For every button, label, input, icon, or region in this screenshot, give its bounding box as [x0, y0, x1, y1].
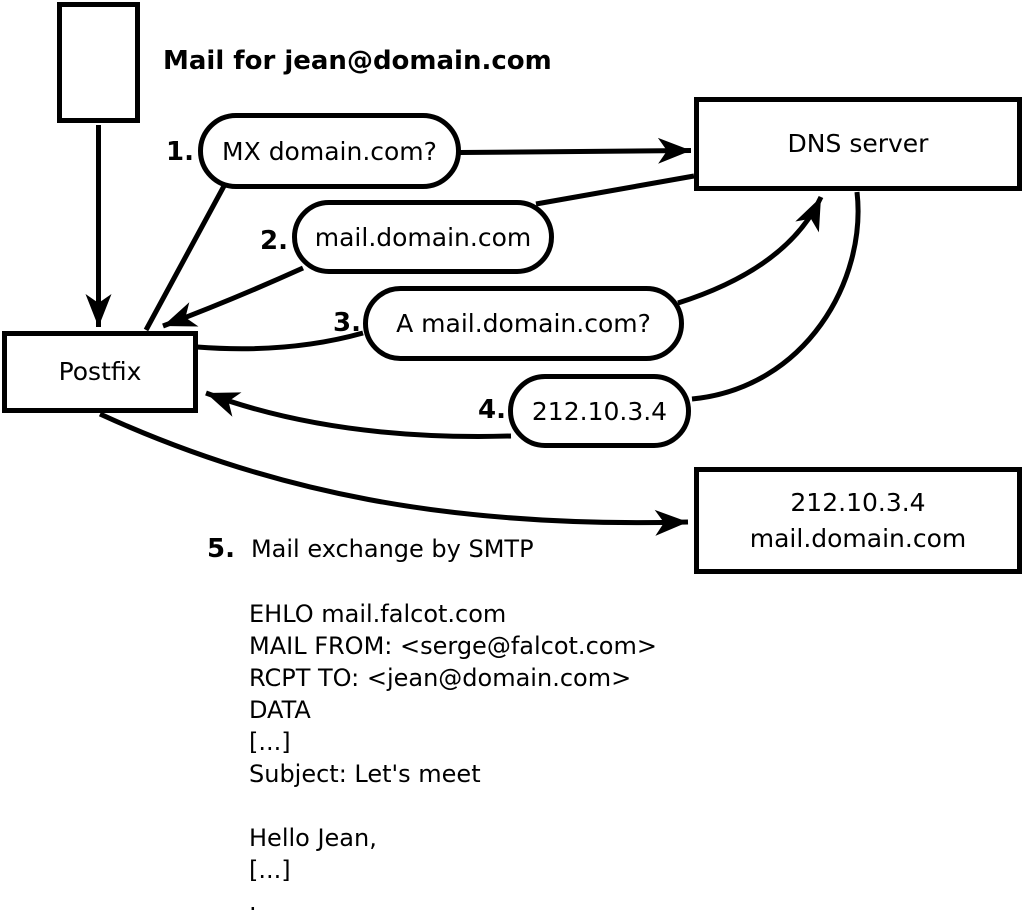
message-pill-a-query: A mail.domain.com?: [363, 286, 684, 361]
step5-caption: 5. Mail exchange by SMTP: [207, 534, 534, 564]
mail-note-label: Mail for jean@domain.com: [163, 46, 552, 76]
arrow-reply4-from-dns: [691, 191, 861, 402]
dns-server-node: DNS server: [694, 97, 1022, 191]
step-number-4: 4.: [478, 395, 506, 425]
arrow-smtp-to-mailserver: [98, 411, 689, 536]
arrow-query1-from-postfix: [143, 184, 227, 332]
mx-answer-label: mail.domain.com: [314, 222, 532, 252]
postfix-label: Postfix: [58, 357, 142, 386]
postfix-node: Postfix: [2, 331, 198, 413]
message-pill-a-answer: 212.10.3.4: [508, 374, 691, 448]
message-pill-mx-answer: mail.domain.com: [292, 200, 554, 274]
arrow-reply2-to-postfix: [162, 265, 305, 329]
a-answer-label: 212.10.3.4: [531, 396, 668, 426]
arrow-query1-to-dns: [459, 137, 692, 164]
step-number-1: 1.: [166, 137, 194, 167]
arrow-query3-from-postfix: [196, 330, 364, 352]
step-number-5: 5.: [207, 534, 235, 564]
smtp-session-transcript: EHLO mail.falcot.com MAIL FROM: <serge@f…: [249, 600, 657, 916]
mail-server-node: 212.10.3.4 mail.domain.com: [694, 467, 1022, 574]
arrow-reply4-to-postfix: [205, 390, 512, 439]
mail-message-icon: [57, 2, 140, 123]
dns-server-label: DNS server: [787, 129, 929, 158]
step-number-3: 3.: [333, 308, 361, 338]
step5-label: Mail exchange by SMTP: [250, 535, 534, 563]
mx-query-label: MX domain.com?: [222, 136, 437, 166]
arrow-reply2-from-dns: [535, 173, 695, 207]
mail-server-hostname: mail.domain.com: [749, 523, 967, 553]
message-pill-mx-query: MX domain.com?: [198, 113, 461, 189]
mail-server-ip: 212.10.3.4: [790, 487, 926, 517]
a-query-label: A mail.domain.com?: [396, 309, 651, 338]
step-number-2: 2.: [260, 226, 288, 256]
arrow-query3-to-dns: [677, 195, 824, 306]
